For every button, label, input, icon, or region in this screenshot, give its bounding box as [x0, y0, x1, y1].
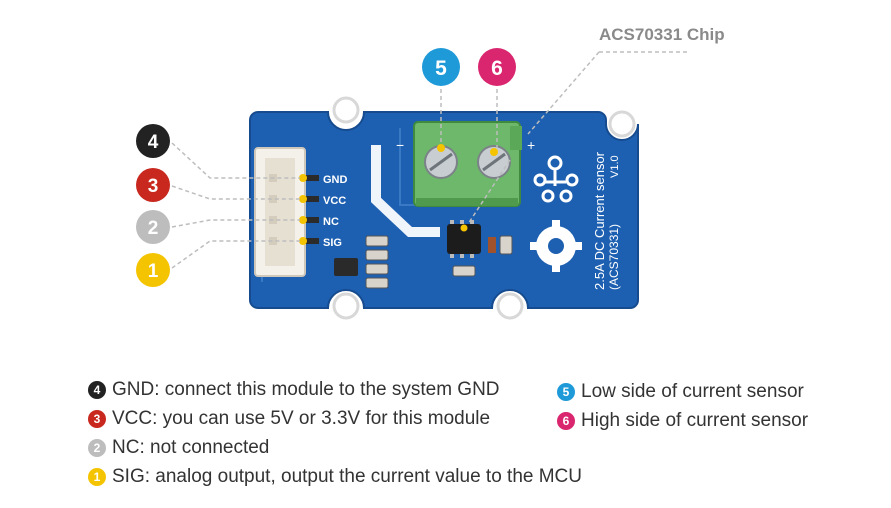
badge-sig: 1: [136, 253, 170, 287]
pin-dot-nc: [299, 216, 307, 224]
legend-item-nc: 2 NC: not connected: [88, 437, 269, 459]
pin-label-vcc: VCC: [323, 195, 346, 207]
legend-bullet-vcc: 3: [88, 410, 106, 428]
screw-terminal: − +: [396, 121, 535, 207]
chip-callout-label: ACS70331 Chip: [599, 25, 725, 44]
pin-dot-gnd: [299, 174, 307, 182]
silkscreen-version: V1.0: [609, 155, 621, 178]
pin-dot-sig: [299, 237, 307, 245]
gear-icon: [530, 220, 582, 272]
pin-label-gnd: GND: [323, 174, 348, 186]
legend-bullet-high: 6: [557, 412, 575, 430]
pin-label-sig: SIG: [323, 237, 342, 249]
legend-bullet-gnd: 4: [88, 381, 106, 399]
minus-mark: −: [396, 137, 404, 153]
legend-text-vcc: VCC: you can use 5V or 3.3V for this mod…: [112, 408, 491, 429]
legend-text-gnd: GND: connect this module to the system G…: [112, 379, 500, 400]
acs70331-chip: [447, 220, 481, 258]
seeed-logo: [533, 155, 579, 203]
plus-mark: +: [527, 137, 535, 153]
smd-components: [334, 235, 513, 289]
svg-text:5: 5: [435, 57, 447, 80]
svg-text:4: 4: [148, 132, 159, 153]
legend-item-sig: 1 SIG: analog output, output the current…: [88, 466, 582, 488]
legend-text-high: High side of current sensor: [581, 410, 809, 431]
terminal-dot-high: [490, 148, 498, 156]
chip-dot: [460, 224, 468, 232]
badge-vcc: 3: [136, 168, 170, 202]
leader-lines: [171, 51, 688, 269]
badge-gnd: 4: [136, 124, 170, 158]
pin-dot-vcc: [299, 195, 307, 203]
legend-item-low: 5 Low side of current sensor: [557, 381, 804, 403]
pin-label-nc: NC: [323, 216, 339, 228]
svg-text:2: 2: [148, 218, 159, 239]
badge-high: 6: [478, 48, 516, 86]
legend-bullet-low: 5: [557, 383, 575, 401]
svg-text:1: 1: [148, 261, 159, 282]
module-diagram: GND VCC NC SIG − +: [136, 25, 725, 320]
legend-item-gnd: 4 GND: connect this module to the system…: [88, 379, 500, 401]
legend-item-high: 6 High side of current sensor: [557, 410, 808, 432]
svg-text:3: 3: [148, 176, 159, 197]
legend-bullet-sig: 1: [88, 468, 106, 486]
legend-bullet-nc: 2: [88, 439, 106, 457]
badge-low: 5: [422, 48, 460, 86]
terminal-dot-low: [437, 144, 445, 152]
silkscreen: 2.5A DC Current sensor (ACS70331) V1.0: [592, 151, 621, 290]
legend-item-vcc: 3 VCC: you can use 5V or 3.3V for this m…: [88, 408, 490, 430]
legend-text-sig: SIG: analog output, output the current v…: [112, 466, 582, 487]
legend-text-low: Low side of current sensor: [581, 381, 804, 402]
silkscreen-line2: (ACS70331): [607, 224, 621, 290]
silkscreen-line1: 2.5A DC Current sensor: [592, 151, 607, 290]
module-illustration: GND VCC NC SIG − +: [136, 25, 725, 320]
badge-nc: 2: [136, 210, 170, 244]
svg-text:6: 6: [491, 57, 503, 80]
legend-text-nc: NC: not connected: [112, 437, 270, 458]
